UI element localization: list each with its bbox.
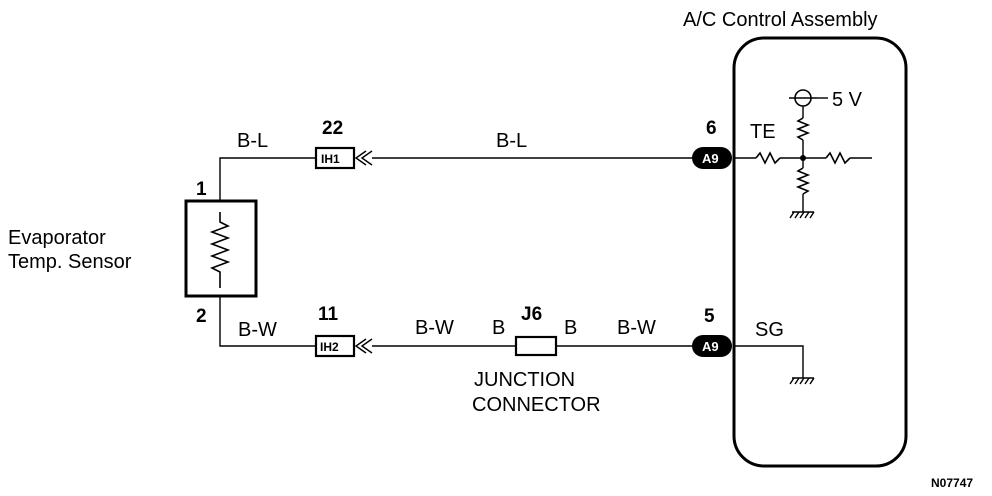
sensor-name-line1: Evaporator [8,227,106,249]
sensor-resistor-icon [209,212,231,288]
control-assembly-box [732,36,908,468]
sensor-pin-top: 1 [196,179,207,200]
top-wire-left [219,157,316,201]
top-connector-arrow-icon [354,150,373,166]
voltage-label: 5 V [832,89,863,111]
junction-label-line1: JUNCTION [474,369,575,391]
top-wire-left-label: B-L [237,130,268,152]
top-ecu-connector-code: A9 [702,151,719,166]
junction-connector-box [514,335,558,357]
bottom-wire-mid-label: B-W [415,317,454,339]
ground-icon [789,211,815,219]
junction-left-label: B [492,317,505,339]
bottom-connector-box [314,334,356,358]
bottom-wire-left-label: B-W [238,319,277,341]
bottom-connector-arrow-icon [354,338,373,354]
bottom-ecu-pin: 5 [704,306,715,327]
top-connector-code: IH1 [321,152,340,166]
top-connector-box [314,146,356,170]
bottom-wire-left [219,296,316,347]
pullup-resistor-icon [795,117,811,141]
junction-label-line2: CONNECTOR [472,394,601,416]
control-assembly-title: A/C Control Assembly [683,9,878,31]
sensor-pin-bottom: 2 [196,306,207,327]
te-resistor-icon [755,151,781,165]
bottom-ecu-connector-code: A9 [702,339,719,354]
bottom-ecu-connector [692,335,732,357]
pulldown-resistor-icon [795,167,811,195]
top-ecu-connector [692,147,732,169]
sg-ground-icon [789,377,815,385]
top-connector-pin: 22 [322,118,343,139]
figure-code: N07747 [931,476,973,490]
bottom-connector-pin: 11 [318,304,339,325]
sg-wire [734,345,804,378]
te-label: TE [750,121,776,143]
sensor-name-line2: Temp. Sensor [8,251,132,273]
sg-label: SG [755,319,784,341]
top-ecu-pin: 6 [706,118,717,139]
sensor-box [184,199,258,298]
bottom-wire-right-label: B-W [617,317,656,339]
top-wire-mid-label: B-L [496,130,527,152]
junction-id: J6 [521,304,542,325]
junction-right-label: B [564,317,577,339]
te-right-resistor-icon [825,151,851,165]
bottom-connector-code: IH2 [320,340,339,354]
